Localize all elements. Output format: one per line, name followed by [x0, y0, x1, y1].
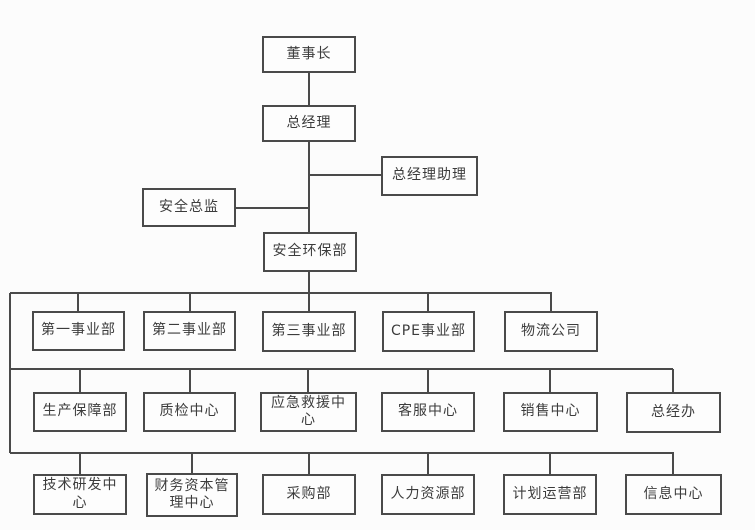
node-customer-service-center: 客服中心: [381, 392, 475, 432]
node-emergency-rescue-center: 应急救援中心: [260, 392, 357, 432]
node-safety-director: 安全总监: [142, 188, 236, 227]
node-finance-capital-mgmt-center: 财务资本管理中心: [146, 473, 238, 517]
node-tech-rd-center: 技术研发中心: [33, 474, 127, 515]
node-business-unit-3: 第三事业部: [262, 311, 356, 352]
node-planning-operations-dept: 计划运营部: [503, 474, 597, 515]
node-gm-assistant: 总经理助理: [381, 156, 478, 196]
node-sales-center: 销售中心: [503, 392, 598, 432]
node-hr-dept: 人力资源部: [381, 474, 475, 515]
node-procurement-dept: 采购部: [262, 474, 356, 515]
node-chairman: 董事长: [262, 36, 356, 73]
node-information-center: 信息中心: [625, 474, 722, 515]
node-general-manager: 总经理: [262, 105, 356, 142]
node-safety-env-dept: 安全环保部: [263, 232, 357, 272]
node-gm-office: 总经办: [626, 392, 721, 433]
node-business-unit-2: 第二事业部: [143, 311, 236, 351]
node-production-support-dept: 生产保障部: [33, 392, 127, 432]
node-logistics-company: 物流公司: [504, 311, 598, 352]
node-quality-inspection-center: 质检中心: [143, 392, 236, 432]
node-cpe-business-unit: CPE事业部: [382, 311, 475, 352]
node-business-unit-1: 第一事业部: [32, 311, 125, 351]
